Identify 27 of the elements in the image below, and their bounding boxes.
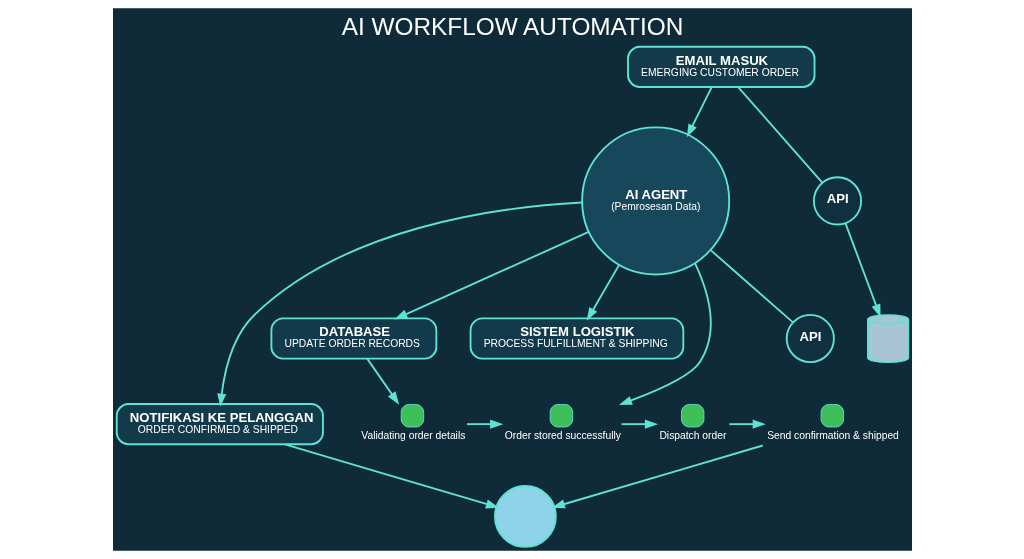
- diagram-title: AI WORKFLOW AUTOMATION: [341, 13, 683, 41]
- node-box: DATABASE UPDATE ORDER RECORDS: [269, 317, 437, 360]
- arrow: [586, 264, 620, 321]
- node-box: SISTEM LOGISTIK PROCESS FULFILLMENT & SHIPPING: [469, 317, 684, 360]
- node-person: [493, 485, 557, 548]
- node-circle: API: [785, 313, 835, 364]
- arrow: [465, 419, 503, 429]
- arrow: [216, 201, 583, 407]
- node-circle: AI AGENT (Pemrosesan Data): [580, 126, 730, 276]
- arrow: [618, 262, 712, 405]
- node-label: Validating order details: [360, 429, 465, 441]
- connector: [709, 249, 794, 324]
- arrow: [551, 444, 764, 509]
- arrow: [686, 86, 713, 138]
- node-label: Send confirmation & shipped: [766, 429, 899, 441]
- arrow: [727, 419, 766, 429]
- node-box: EMAIL MASUK EMERGING CUSTOMER ORDER: [626, 45, 815, 88]
- arrow: [844, 222, 881, 318]
- arrow: [393, 231, 590, 320]
- arrow: [365, 357, 399, 405]
- node-circle: API: [812, 176, 862, 226]
- node-box: NOTIFIKASI KE PELANGGAN ORDER CONFIRMED & SHIPPED: [115, 403, 324, 446]
- arrow: [620, 419, 658, 429]
- arrow: [283, 443, 499, 509]
- node-label: Order stored successfully: [504, 429, 621, 441]
- node-label: Dispatch order: [658, 429, 726, 441]
- connector: [736, 86, 823, 184]
